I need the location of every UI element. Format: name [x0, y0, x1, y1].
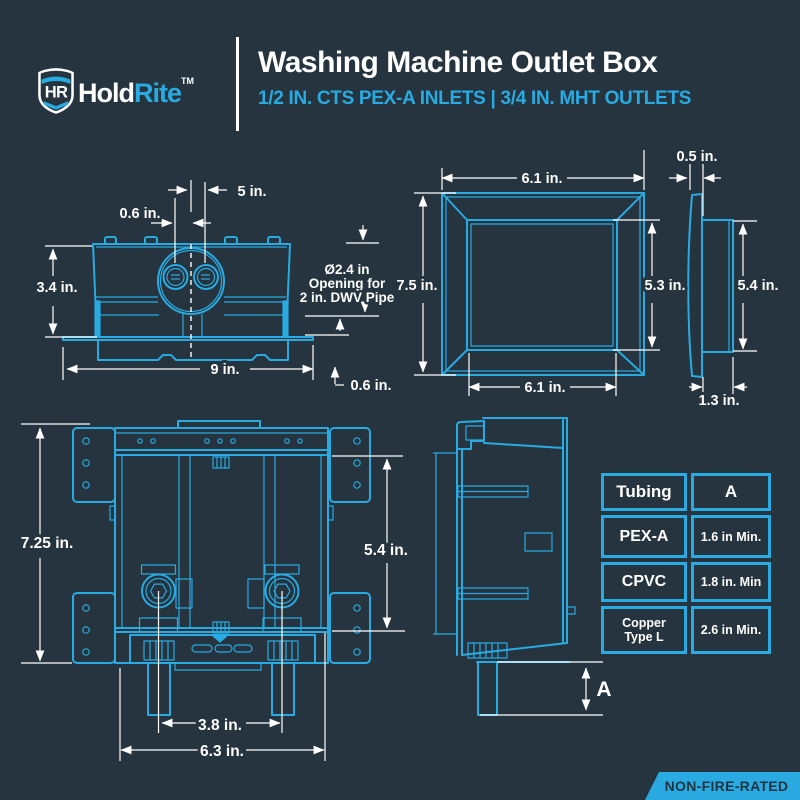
table-header-tubing: Tubing	[601, 473, 687, 511]
front-view-diagram: 7.25 in. 5.4 in. 3.8 in. 6.3 in.	[18, 420, 411, 763]
front-view-dimension-lines	[21, 423, 405, 761]
trademark-symbol: TM	[181, 76, 195, 86]
tubing-table: Tubing A PEX-A 1.6 in Min. CPVC 1.8 in. …	[601, 473, 771, 654]
dim-61in-bottom: 6.1 in.	[524, 380, 565, 396]
table-cell-pexa-min: 1.6 in Min.	[691, 515, 771, 558]
outlet-box-top-outline	[62, 236, 314, 361]
dim-61in-top: 6.1 in.	[521, 171, 562, 187]
dim-06in-bottom: 0.6 in.	[350, 378, 391, 394]
faceplate-front-details	[445, 196, 641, 372]
dim-13in: 1.3 in.	[698, 393, 739, 409]
dim-5in: 5 in.	[237, 184, 266, 200]
dwv-note-line3: 2 in. DWV Pipe	[300, 290, 395, 305]
table-cell-copper: Copper Type L	[601, 606, 687, 654]
side-view-details	[433, 425, 576, 659]
brand-rite: Rite	[134, 78, 182, 108]
front-view-details	[82, 432, 361, 671]
dim-53in: 5.3 in.	[644, 278, 685, 294]
faceplate-front-outline	[441, 192, 645, 376]
dim-34in: 3.4 in.	[36, 280, 77, 296]
dwv-note-line1: Ø2.4 in	[324, 262, 369, 277]
top-view-dimension-lines	[45, 180, 379, 386]
faceplate-diagram: 6.1 in. 7.5 in. 5.3 in. 6.1 in. 0.5 in. …	[393, 146, 781, 412]
brand-wordmark: HoldRiteTM	[78, 76, 194, 109]
faceplate-dimension-lines	[414, 150, 757, 396]
dwv-note-line2: Opening for	[309, 276, 386, 291]
table-cell-cpvc-min: 1.8 in. Min	[691, 562, 771, 602]
dim-54in-front: 5.4 in.	[364, 542, 408, 559]
table-header-a: A	[691, 473, 771, 511]
dim-725in: 7.25 in.	[21, 535, 74, 552]
dim-a-label: A	[596, 678, 611, 701]
top-view-diagram: 5 in. 0.6 in. 3.4 in. 9 in. 0.6 in. Ø2.4…	[33, 180, 397, 397]
brand-hold: Hold	[78, 78, 135, 108]
page-subtitle: 1/2 IN. CTS PEX-A INLETS | 3/4 IN. MHT O…	[258, 88, 692, 109]
holdrite-logo-icon: HR	[38, 68, 74, 114]
front-view-pipes	[147, 662, 295, 716]
dim-54in-profile: 5.4 in.	[737, 278, 778, 294]
side-view-outline	[456, 417, 571, 716]
table-cell-cpvc: CPVC	[601, 562, 687, 602]
dim-38in: 3.8 in.	[198, 717, 242, 734]
logo-monogram: HR	[45, 82, 68, 101]
side-view-diagram: A	[433, 417, 615, 716]
table-cell-copper-min: 2.6 in Min.	[691, 606, 771, 654]
page-title: Washing Machine Outlet Box	[258, 46, 658, 79]
dim-75in: 7.5 in.	[396, 278, 437, 294]
dim-63in: 6.3 in.	[200, 743, 244, 760]
non-fire-rated-badge: NON-FIRE-RATED	[645, 772, 800, 800]
faceplate-profile-outline	[687, 193, 734, 378]
dim-05in: 0.5 in.	[676, 149, 717, 165]
side-view-dimension-lines	[480, 661, 603, 716]
dim-06in-top: 0.6 in.	[119, 206, 160, 222]
dim-9in: 9 in.	[210, 362, 239, 378]
table-cell-pexa: PEX-A	[601, 515, 687, 558]
header-divider	[236, 37, 239, 131]
